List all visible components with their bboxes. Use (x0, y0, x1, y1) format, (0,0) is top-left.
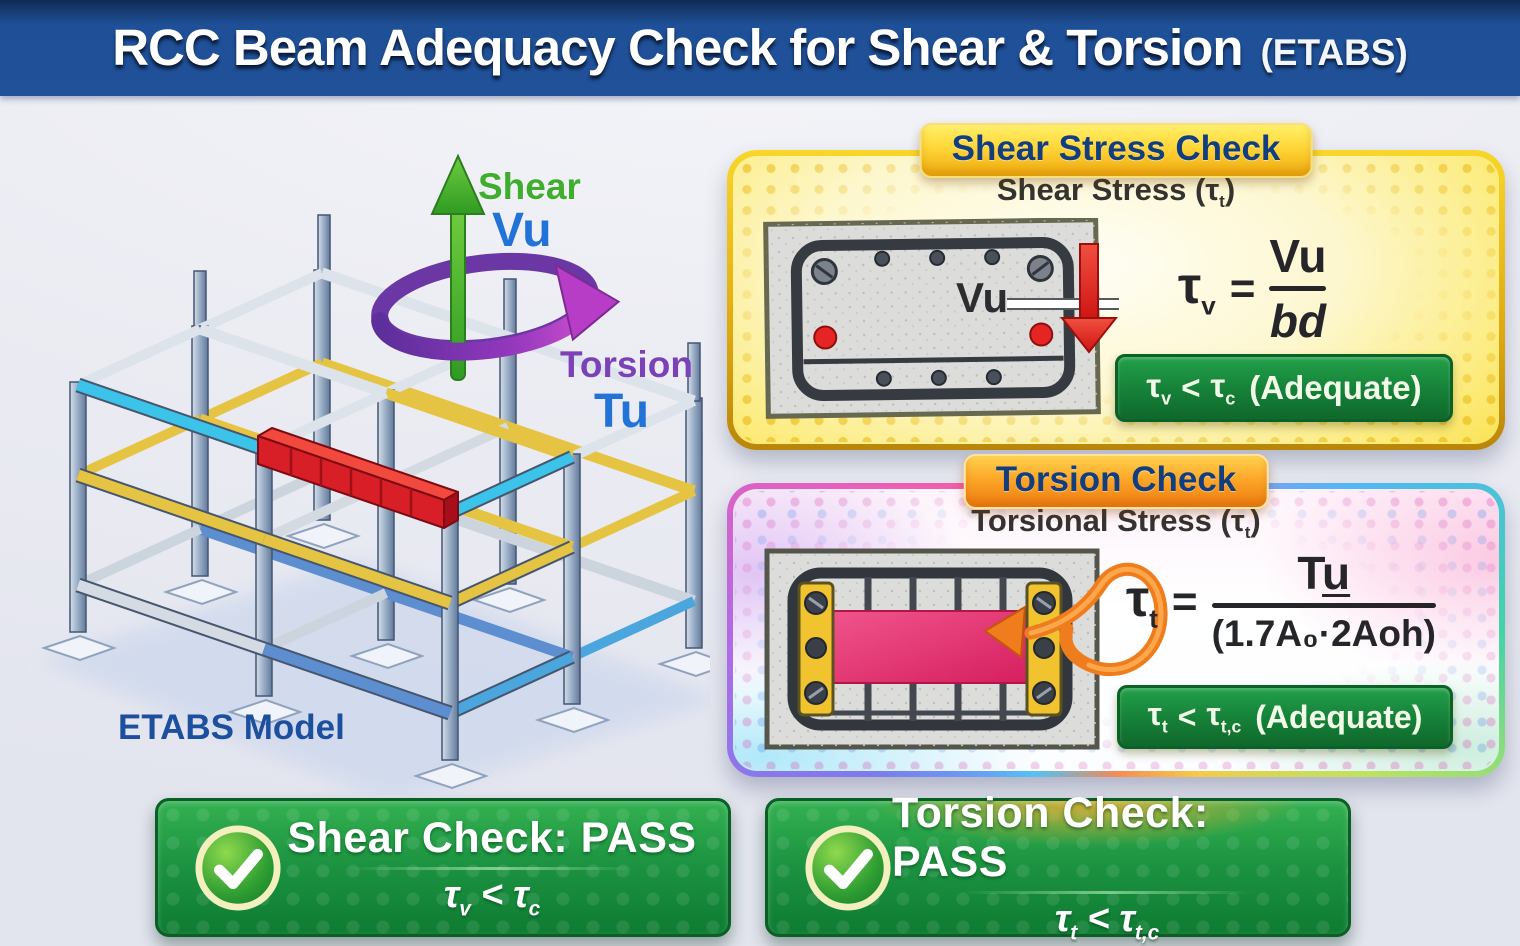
shear-verdict-badge: τv < τc (Adequate) (1115, 354, 1453, 422)
torsion-denominator: (1.7A₀·2Aoh) (1211, 613, 1436, 655)
tu-sub: u (1322, 547, 1351, 599)
shear-result-text: Shear Check: PASS τv<τc (282, 814, 728, 922)
torsion-result-text: Torsion Check: PASS τt<τt,c (892, 789, 1348, 946)
shear-stress-panel: Shear Stress Check Shear Stress (τt) (727, 123, 1505, 450)
torsion-verdict-badge: τt < τt,c (Adequate) (1117, 685, 1453, 749)
tau-symbol: τ (1206, 696, 1221, 733)
beam-cross-section-torsion (764, 548, 1168, 750)
model-caption: ETABS Model (118, 708, 345, 747)
shear-result-title: Shear Check: PASS (287, 813, 697, 862)
tau-symbol: τ (1178, 256, 1202, 315)
tau-symbol: τ (1126, 569, 1150, 628)
tau-sub: t (1149, 603, 1158, 634)
torsion-formula-lhs: τt (1126, 573, 1158, 631)
shear-result-formula: τv<τc (444, 874, 541, 922)
check-icon (805, 824, 891, 911)
page-title: RCC Beam Adequacy Check for Shear & Tors… (112, 19, 1243, 76)
shear-numerator: Vu (1269, 230, 1327, 282)
less-than-sign: < (1181, 369, 1201, 406)
shear-formula-lhs: τv (1178, 260, 1216, 318)
side-plates (797, 581, 1063, 717)
torsion-panel-badge: Torsion Check (963, 454, 1269, 509)
torsion-fraction: Tu (1.7A₀·2Aoh) (1211, 549, 1436, 655)
verdict-left: τt (1148, 696, 1168, 737)
verdict-right: τc (1210, 367, 1235, 410)
tau-sub: t,c (1134, 921, 1160, 945)
shear-subtitle-sub: t (1219, 192, 1225, 212)
torsion-subtitle-sub: t (1244, 523, 1251, 543)
tau-sub: v (1161, 388, 1172, 409)
columns-front (69, 381, 459, 761)
page-title-suffix: (ETABS) (1260, 32, 1408, 73)
shear-force-symbol: Vu (492, 204, 552, 257)
divider (960, 891, 1254, 895)
adequate-note: (Adequate) (1249, 369, 1422, 406)
beam-cross-section-shear (763, 218, 1119, 419)
torsion-curl-arrow-icon (983, 562, 1168, 676)
tau-sub: v (459, 897, 471, 921)
beams-front (75, 377, 453, 721)
tau-sub: t (1070, 921, 1078, 945)
torsion-formula: τt = Tu (1.7A₀·2Aoh) (1126, 549, 1436, 655)
torsion-panel-body: Torsional Stress (τt) (733, 489, 1499, 771)
check-icon (195, 824, 281, 911)
torsion-result-formula: τt<τt,c (1055, 898, 1160, 946)
title-banner: RCC Beam Adequacy Check for Shear & Tors… (0, 0, 1520, 96)
tau-sub: c (528, 897, 541, 921)
shear-formula: τv = Vu bd (1178, 230, 1327, 348)
tau-symbol: τ (1146, 366, 1162, 404)
tau-sub: c (1225, 388, 1236, 409)
tau-symbol: τ (513, 873, 529, 916)
vu-callout-label: Vu (956, 274, 1009, 321)
torsion-arrow-front (371, 263, 621, 361)
tu-base: T (1297, 547, 1323, 599)
torsion-result-title: Torsion Check: PASS (892, 789, 1209, 887)
adequate-note: (Adequate) (1255, 698, 1423, 735)
tau-symbol: τ (1054, 898, 1071, 941)
ground-shadow (40, 560, 710, 795)
tau-sub: v (1201, 289, 1216, 320)
shear-arrow (430, 153, 486, 381)
shear-panel-subtitle: Shear Stress (τt) (733, 172, 1499, 212)
less-than-sign: < (480, 873, 504, 916)
torsion-panel-subtitle: Torsional Stress (τt) (733, 503, 1499, 543)
footings (40, 522, 710, 790)
tau-symbol: τ (1210, 366, 1226, 404)
highlighted-beam (257, 427, 459, 529)
less-than-sign: < (1177, 698, 1197, 735)
shear-subtitle-close: ) (1224, 172, 1236, 207)
shear-panel-badge: Shear Stress Check (919, 123, 1313, 178)
less-than-sign: < (1087, 898, 1110, 941)
shear-fraction: Vu bd (1269, 230, 1327, 348)
shear-panel-body: Shear Stress (τt) (733, 156, 1499, 444)
divider (349, 866, 635, 870)
etabs-model-illustration (40, 153, 710, 795)
tau-symbol: τ (443, 873, 460, 916)
torsion-arrow-label: Torsion (560, 344, 693, 385)
torsion-subtitle-close: ) (1250, 503, 1261, 538)
equals-sign: = (1171, 576, 1198, 626)
tau-sub: t (1161, 716, 1168, 737)
fraction-bar (1211, 603, 1436, 609)
verdict-left: τv (1146, 367, 1171, 410)
torsion-numerator: Tu (1297, 549, 1350, 597)
torsion-panel: Torsion Check Torsional Stress (τt) (727, 454, 1505, 777)
shear-result-banner: Shear Check: PASS τv<τc (155, 798, 731, 937)
torsion-result-banner: Torsion Check: PASS τt<τt,c (765, 789, 1351, 945)
torsion-moment-symbol: Tu (594, 385, 650, 438)
equals-sign: = (1229, 263, 1256, 313)
fraction-bar (1269, 286, 1327, 292)
shear-force-arrow-icon (1059, 243, 1119, 354)
tau-symbol: τ (1147, 696, 1162, 733)
tau-sub: t,c (1220, 716, 1242, 737)
shear-denominator: bd (1269, 295, 1327, 348)
shear-arrow-label: Shear (478, 166, 581, 207)
tau-symbol: τ (1119, 898, 1135, 941)
verdict-right: τt,c (1206, 696, 1241, 737)
